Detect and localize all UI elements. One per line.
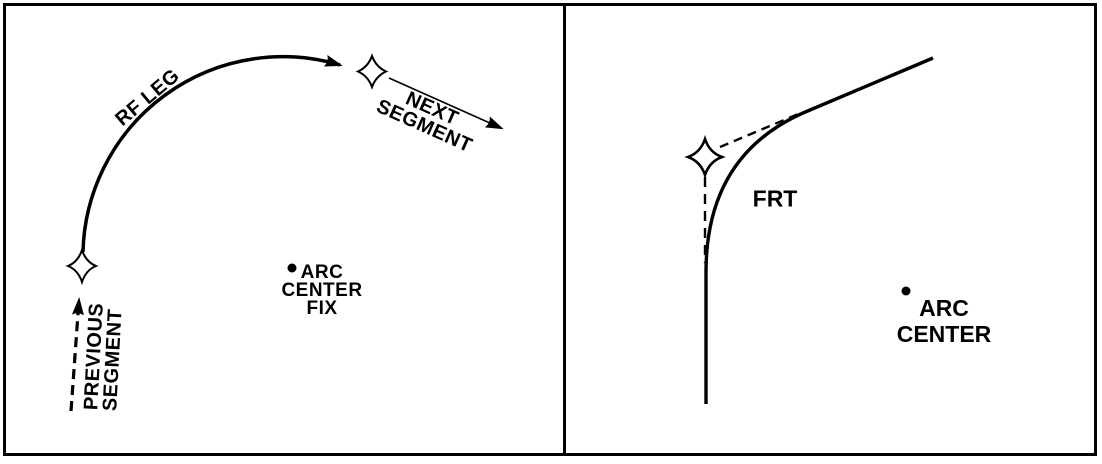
next-segment-arrow — [388, 77, 504, 130]
rf-leg-arc — [81, 54, 343, 253]
previous-segment-label: PREVIOUS SEGMENT — [80, 302, 127, 412]
previous-segment-arrow — [69, 297, 84, 412]
waypoint-star-icon — [684, 134, 726, 180]
waypoint-star-icon — [355, 53, 389, 90]
dashed-outbound-leg — [719, 110, 804, 149]
frt-flight-path — [704, 56, 934, 404]
figure-outer-border — [3, 3, 1097, 456]
frt-label: FRT — [752, 185, 798, 212]
arc-center-fix-label: ARC CENTER FIX — [281, 262, 363, 319]
arc-center-fix-dot-icon — [287, 263, 297, 273]
panel-divider — [563, 3, 566, 456]
waypoint-star-icon — [65, 246, 99, 286]
arc-center-dot-icon — [901, 286, 911, 296]
arc-center-label: ARC CENTER — [896, 295, 992, 347]
